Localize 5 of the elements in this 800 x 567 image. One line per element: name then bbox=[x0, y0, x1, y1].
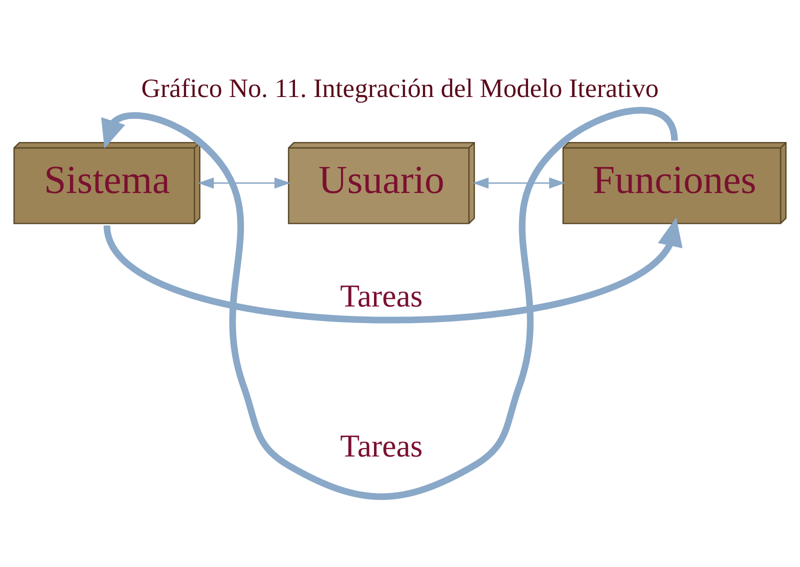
diagram-title: Gráfico No. 11. Integración del Modelo Iterativo bbox=[141, 72, 659, 103]
edge-label: Tareas bbox=[340, 428, 423, 464]
edge-label: Tareas bbox=[340, 278, 423, 314]
arrow bbox=[198, 177, 290, 189]
arrow bbox=[472, 177, 566, 189]
